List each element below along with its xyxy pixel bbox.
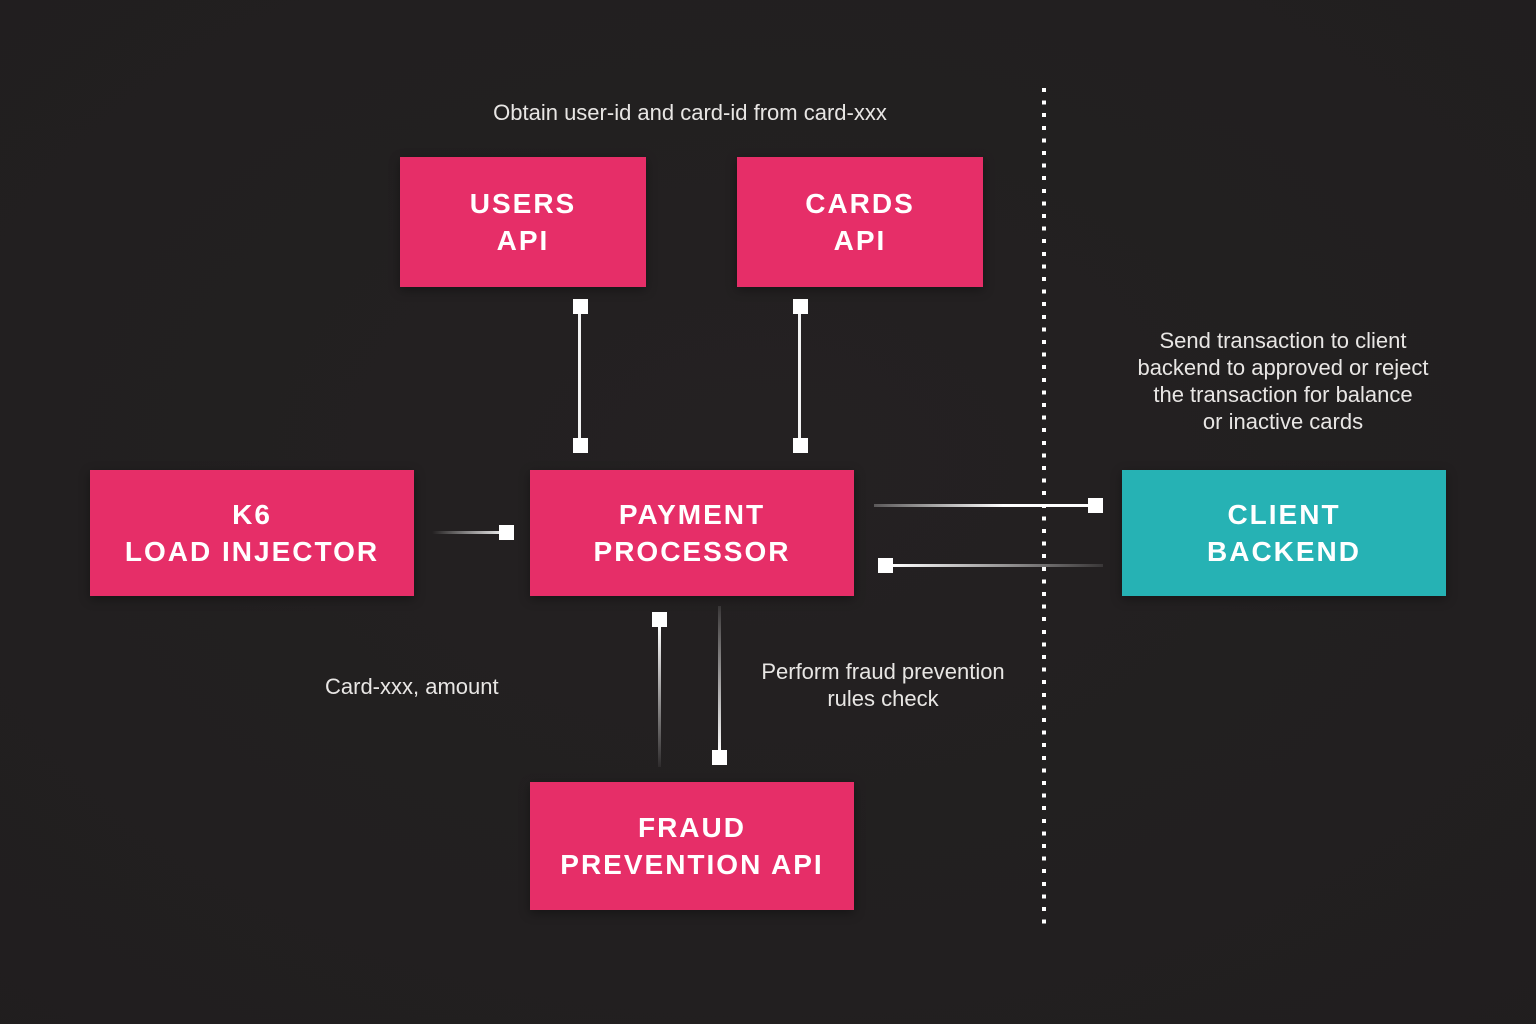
note-obtain-ids: Obtain user-id and card-id from card-xxx (493, 100, 887, 125)
node-fraud-prevention-api-label: FRAUD PREVENTION API (560, 812, 824, 880)
boundary-dotted-line (1042, 88, 1046, 928)
node-k6-load-injector-label: K6 LOAD INJECTOR (124, 499, 380, 567)
endpoint-square (652, 612, 667, 627)
node-users-api: USERS API (400, 157, 646, 287)
node-payment-processor: PAYMENT PROCESSOR (530, 470, 854, 596)
connector-payment-fraud (658, 627, 661, 767)
node-client-backend: CLIENT BACKEND (1122, 470, 1446, 596)
endpoint-square (712, 750, 727, 765)
node-users-api-label: USERS API (469, 188, 577, 256)
node-payment-processor-label: PAYMENT PROCESSOR (593, 499, 791, 567)
endpoint-square (793, 438, 808, 453)
node-client-backend-label: CLIENT BACKEND (1207, 499, 1361, 567)
endpoint-square (573, 299, 588, 314)
connector-fraud-payment (718, 606, 721, 752)
note-fraud-check: Perform fraud prevention rules check (761, 659, 1005, 711)
endpoint-square (573, 438, 588, 453)
node-k6-load-injector: K6 LOAD INJECTOR (90, 470, 414, 596)
node-cards-api: CARDS API (737, 157, 983, 287)
connector-k6-payment (432, 531, 502, 534)
endpoint-square (1088, 498, 1103, 513)
node-cards-api-label: CARDS API (805, 188, 915, 256)
connector-client-payment (893, 564, 1103, 567)
connector-cards-api-payment (798, 313, 801, 440)
note-send-transaction: Send transaction to client backend to ap… (1137, 328, 1429, 434)
endpoint-square (878, 558, 893, 573)
connector-users-api-payment (578, 313, 581, 440)
note-card-amount: Card-xxx, amount (325, 674, 499, 699)
node-fraud-prevention-api: FRAUD PREVENTION API (530, 782, 854, 910)
endpoint-square (793, 299, 808, 314)
connector-payment-client (874, 504, 1090, 507)
endpoint-square (499, 525, 514, 540)
